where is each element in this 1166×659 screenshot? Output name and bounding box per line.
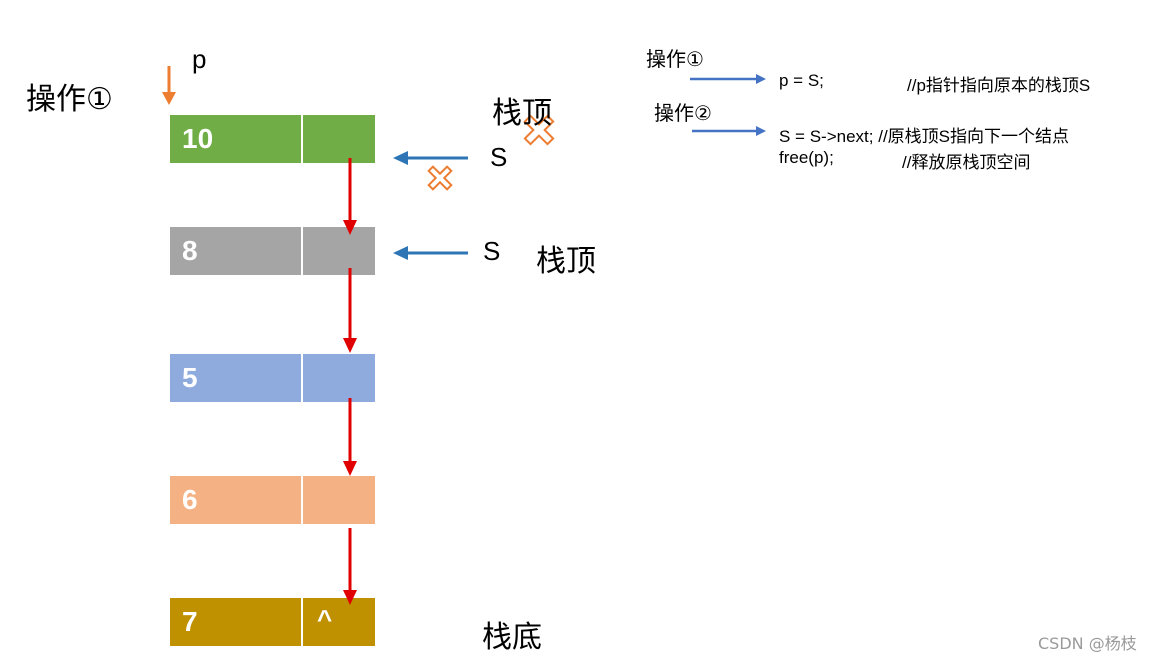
note-op1-code: p = S;: [779, 71, 824, 90]
s-label-new: S: [483, 236, 501, 266]
note-op2-code2: free(p);: [779, 148, 834, 167]
bottom-label: 栈底: [482, 620, 542, 655]
note-arrow-2: [692, 126, 766, 136]
operation-1-label: 操作①: [26, 82, 113, 117]
node-next-cell: [303, 354, 375, 402]
stack-node-3: 5: [170, 354, 375, 402]
new-top-label: 栈顶: [536, 244, 596, 279]
link-arrow-3: [343, 398, 357, 476]
note-arrow-1: [690, 74, 766, 84]
node-data-cell: 6: [170, 476, 301, 524]
node-data-cell: 8: [170, 227, 301, 275]
node-value: 5: [182, 362, 198, 393]
cross-top-label: [523, 114, 555, 146]
p-pointer-arrow: [162, 66, 176, 105]
s-label-old: S: [490, 142, 508, 172]
node-data-cell: 10: [170, 115, 301, 163]
node-next-cell: [303, 115, 375, 163]
s-pointer-arrow-new: [393, 246, 468, 260]
s-pointer-arrow-old: [393, 151, 468, 165]
node-value: 8: [182, 235, 198, 266]
link-arrow-2: [343, 268, 357, 353]
cross-s-arrow: [427, 165, 453, 191]
node-value: 7: [182, 606, 198, 637]
pointer-p-label: p: [192, 44, 207, 74]
note-op2-title: 操作②: [654, 101, 712, 125]
node-value: 10: [182, 123, 214, 154]
note-op2-code: S = S->next; //原栈顶S指向下一个结点: [779, 127, 1070, 146]
node-next-value: ^: [317, 604, 333, 634]
note-op1-comment: //p指针指向原本的栈顶S: [907, 76, 1091, 95]
watermark: CSDN @杨枝: [1038, 634, 1137, 653]
node-value: 6: [182, 484, 198, 515]
stack-node-1: 10: [170, 115, 375, 163]
stack-node-2: 8: [170, 227, 375, 275]
old-top-label: 栈顶: [492, 96, 552, 131]
node-data-cell: 5: [170, 354, 301, 402]
node-next-cell: ^: [303, 598, 375, 646]
node-data-cell: 7: [170, 598, 301, 646]
stack-node-4: 6: [170, 476, 375, 524]
link-arrow-1: [343, 158, 357, 235]
note-op2-comment2: //释放原栈顶空间: [902, 153, 1031, 172]
node-next-cell: [303, 227, 375, 275]
node-next-cell: [303, 476, 375, 524]
note-op1-title: 操作①: [646, 47, 704, 71]
link-arrow-4: [343, 528, 357, 605]
stack-node-5: 7 ^: [170, 598, 375, 646]
